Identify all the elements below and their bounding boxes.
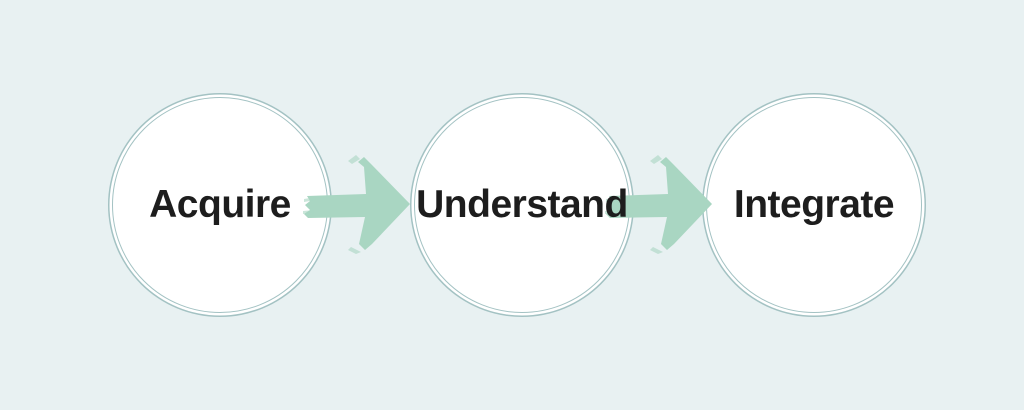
step-circle-acquire: Acquire xyxy=(112,97,328,313)
step-label: Acquire xyxy=(149,183,291,226)
brush-arrow-right-icon xyxy=(605,155,712,254)
brush-arrow-right-icon xyxy=(303,155,410,254)
step-label: Integrate xyxy=(733,183,895,226)
step-circle-integrate: Integrate xyxy=(706,97,922,313)
step-label: Understand xyxy=(416,183,628,226)
step-circle-understand: Understand xyxy=(414,97,630,313)
